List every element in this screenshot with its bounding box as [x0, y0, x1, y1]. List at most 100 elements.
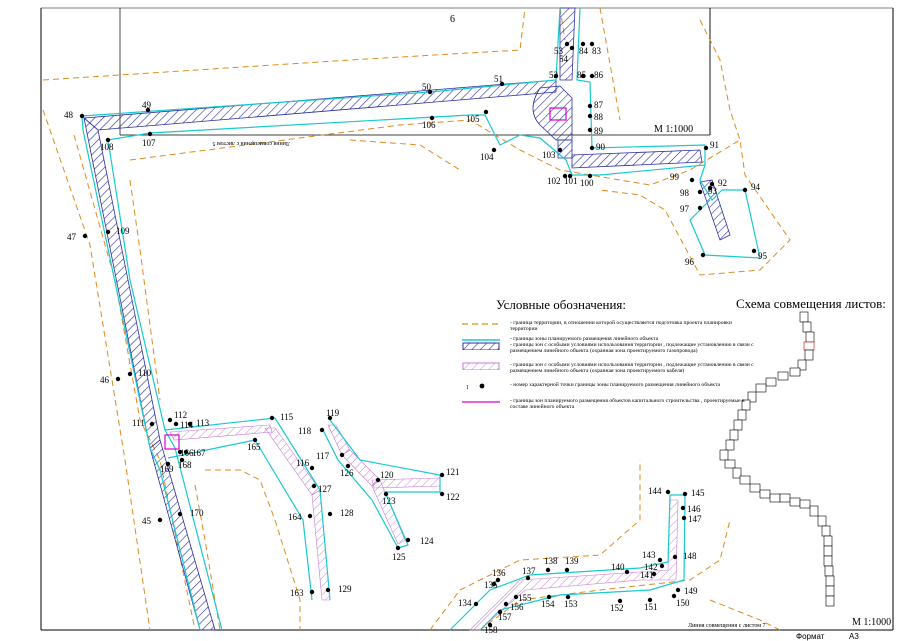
point-label: 146 [687, 504, 701, 514]
point-label: 50 [422, 82, 432, 92]
point-marker [269, 415, 275, 421]
point-label: 92 [718, 178, 727, 188]
point-label: 147 [688, 514, 702, 524]
point-marker [545, 567, 551, 573]
point-label: 151 [644, 602, 658, 612]
point-marker [680, 505, 686, 511]
territory-boundaries [42, 7, 791, 631]
magenta-line-icon [462, 401, 500, 403]
point-label: 154 [541, 599, 555, 609]
point-label: 110 [138, 368, 152, 378]
sheet-number: 6 [450, 14, 455, 25]
point-marker [309, 465, 315, 471]
point-label: 158 [484, 625, 498, 635]
point-label: 127 [318, 484, 332, 494]
point-label: 100 [580, 178, 594, 188]
point-label: 149 [684, 586, 698, 596]
point-marker [564, 567, 570, 573]
point-label: 128 [340, 508, 354, 518]
point-marker [587, 173, 593, 179]
point-label: 124 [420, 536, 434, 546]
point-marker [697, 205, 703, 211]
point-marker [587, 103, 593, 109]
point-label: 94 [751, 182, 761, 192]
point-marker [157, 517, 163, 523]
point-label: 114 [180, 420, 194, 430]
point-marker [681, 515, 687, 521]
point-label: 84 [579, 46, 589, 56]
point-marker [557, 147, 563, 153]
point-label: 87 [594, 100, 604, 110]
point-label: 105 [466, 114, 480, 124]
point-label: 150 [676, 598, 690, 608]
sheet-join-top-caption: Линия совмещения с листом 5 [212, 140, 290, 146]
point-marker [252, 437, 258, 443]
dashed-orange-line-icon [462, 323, 500, 325]
point-marker [427, 89, 433, 95]
capital-objects [164, 107, 567, 450]
point-marker [580, 73, 586, 79]
legend-text: - номер характерной точки границы зоны п… [510, 382, 720, 388]
point-label: 103 [542, 150, 556, 160]
point-marker [115, 376, 121, 382]
point-label: 140 [611, 562, 625, 572]
point-marker [689, 177, 695, 183]
point-label: 106 [422, 120, 436, 130]
point-marker [675, 587, 681, 593]
point-marker [751, 248, 757, 254]
point-label: 104 [480, 152, 494, 162]
point-label: 121 [446, 467, 460, 477]
point-marker [483, 109, 489, 115]
point-marker [82, 233, 88, 239]
point-label: 115 [280, 412, 294, 422]
point-marker [546, 594, 552, 600]
point-marker [327, 511, 333, 517]
scale-bottom: M 1:1000 [852, 617, 892, 628]
point-marker [167, 417, 173, 423]
point-label: 88 [594, 112, 604, 122]
point-label: 155 [518, 593, 532, 603]
point-label: 97 [680, 204, 690, 214]
point-label: 165 [247, 442, 261, 452]
point-label: 46 [100, 375, 110, 385]
scheme-title: Схема совмещения листов: [736, 296, 886, 311]
point-marker [742, 187, 748, 193]
point-marker [79, 113, 85, 119]
point-marker [309, 589, 315, 595]
point-label: 98 [680, 188, 690, 198]
point-marker [589, 145, 595, 151]
point-label: 96 [685, 257, 695, 267]
point-marker [617, 598, 623, 604]
point-marker [709, 181, 715, 187]
format-label: Формат [796, 632, 825, 641]
legend-text: - границы зон планируемого размещения об… [510, 398, 745, 410]
point-label: 126 [340, 468, 354, 478]
sheet-join-bottom-caption: Линия совмещения с листом 7 [688, 623, 766, 629]
point-label: 168 [178, 460, 192, 470]
point-label: 141 [640, 570, 654, 580]
point-label: 109 [116, 226, 130, 236]
point-marker [567, 173, 573, 179]
legend-text: - границы зон с особыми условиями исполь… [510, 342, 754, 354]
point-marker [497, 609, 503, 615]
point-label: 129 [338, 584, 352, 594]
point-label: 120 [380, 470, 394, 480]
point-label: 116 [296, 458, 310, 468]
point-marker [307, 513, 313, 519]
point-marker [700, 252, 706, 258]
point-marker [569, 45, 575, 51]
point-label: 51 [494, 74, 503, 84]
point-marker [657, 557, 663, 563]
point-marker [145, 107, 151, 113]
point-marker [495, 577, 501, 583]
point-label: 49 [142, 100, 152, 110]
point-label: 102 [547, 176, 561, 186]
point-label: 148 [683, 551, 697, 561]
point-marker-icon: 1 [466, 383, 485, 390]
point-label: 169 [160, 464, 174, 474]
point-marker [707, 185, 713, 191]
point-marker [553, 73, 559, 79]
point-marker [499, 81, 505, 87]
